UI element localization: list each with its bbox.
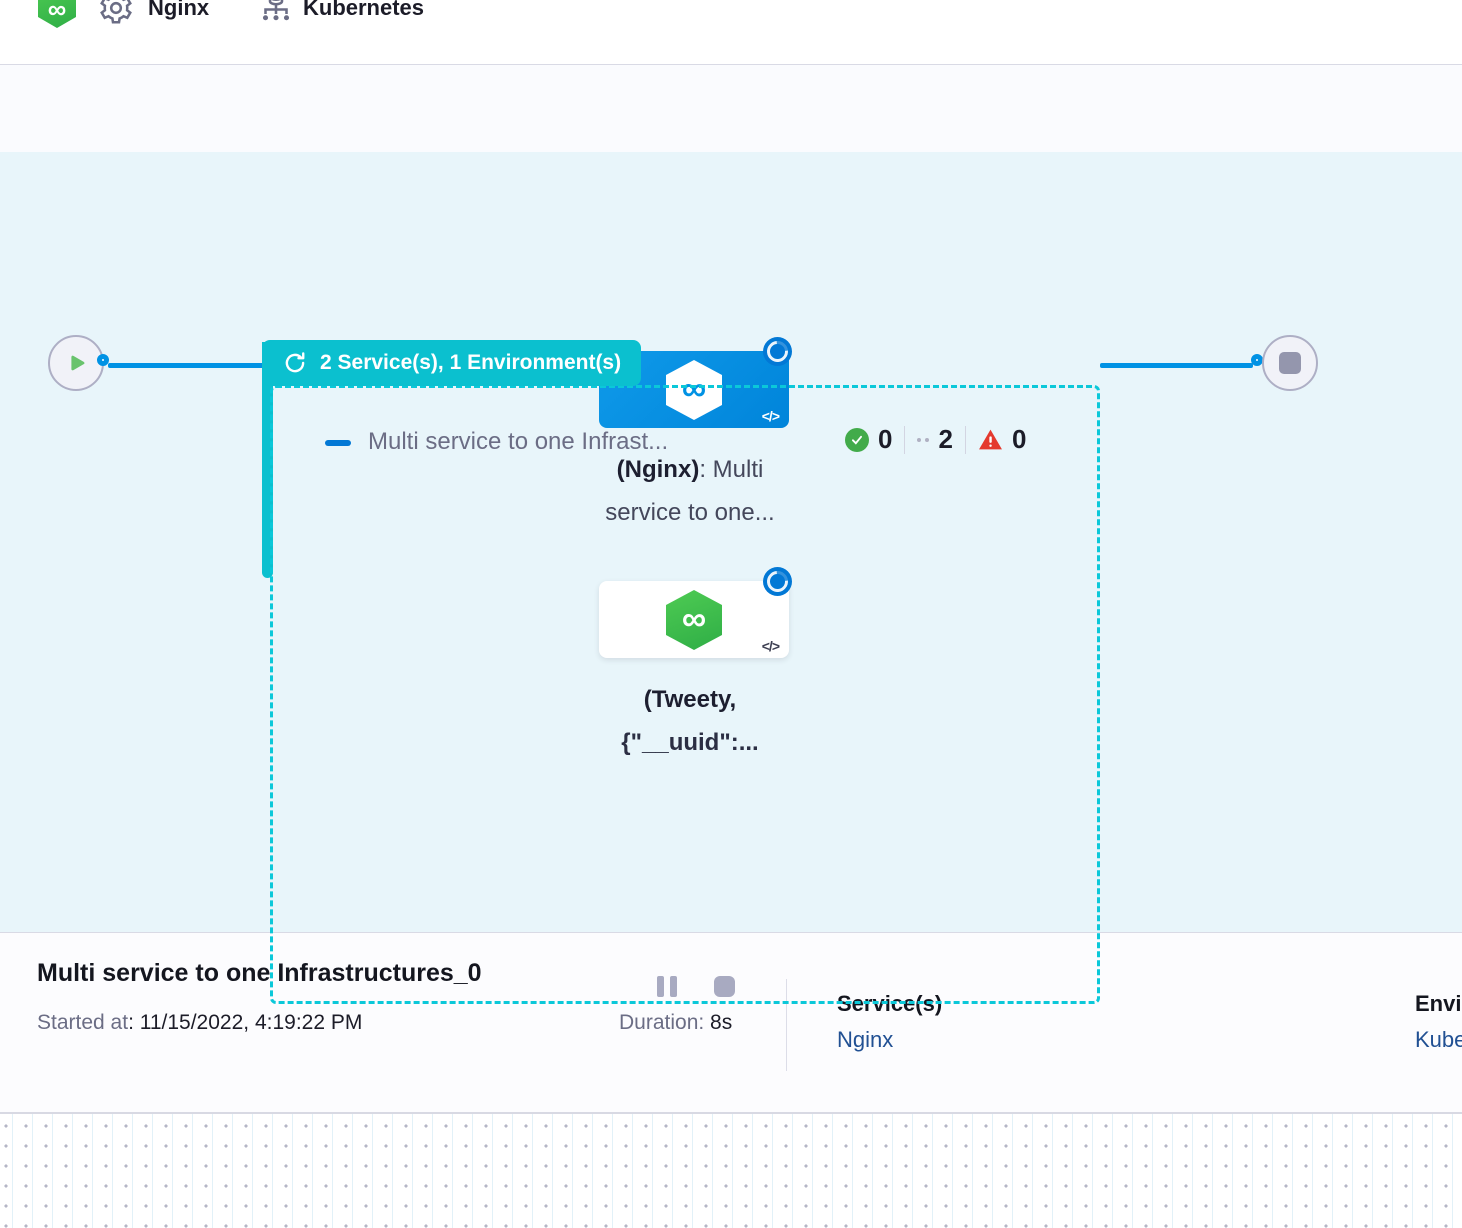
matrix-strip xyxy=(262,342,273,578)
duration-value: 8s xyxy=(704,1011,733,1034)
running-spinner-badge xyxy=(763,567,792,596)
footer-divider xyxy=(786,979,787,1071)
pause-button[interactable] xyxy=(657,976,677,997)
running-spinner-badge xyxy=(763,337,792,366)
step-node-nginx-label: (Nginx): Multi service to one... xyxy=(550,448,830,534)
label-service-name: (Tweety, xyxy=(643,686,737,713)
pipeline-canvas[interactable]: 2 Service(s), 1 Environment(s) Multi ser… xyxy=(0,152,1462,1004)
stage-step-counts: 0 2 0 xyxy=(845,424,1026,455)
running-dots-icon xyxy=(917,437,930,442)
pipeline-name[interactable]: Nginx xyxy=(148,0,210,20)
duration-label: Duration: xyxy=(619,1011,705,1034)
code-icon: </> xyxy=(761,408,780,424)
gear-icon xyxy=(100,0,132,24)
execution-footer: Multi service to one Infrastructures_0 S… xyxy=(0,932,1462,1112)
execution-title: Multi service to one Infrastructures_0 xyxy=(37,959,482,987)
tab-bar: Pipeline Inputs Policy Evaluations Secur… xyxy=(0,65,1462,217)
start-connector-dot[interactable] xyxy=(97,354,109,366)
label-line2: service to one... xyxy=(605,499,775,526)
failed-count: 0 xyxy=(1011,424,1027,454)
end-node[interactable] xyxy=(1262,335,1318,391)
play-icon xyxy=(71,355,85,371)
environments-label: Environment(s) xyxy=(1415,991,1462,1016)
started-label: Started at xyxy=(37,1011,129,1034)
collapse-stage-icon[interactable] xyxy=(325,440,351,446)
services-link[interactable]: Nginx xyxy=(837,1027,894,1052)
edge-stage-to-end xyxy=(1100,363,1253,368)
count-divider xyxy=(904,425,906,454)
environment-name[interactable]: Kubernetes xyxy=(303,0,425,20)
running-count: 2 xyxy=(938,424,953,454)
abort-button[interactable] xyxy=(714,976,735,997)
loop-icon xyxy=(285,352,305,373)
count-divider xyxy=(964,425,966,454)
cluster-icon xyxy=(262,0,290,21)
label-line2: {"__uuid":... xyxy=(621,729,759,756)
label-rest: : Multi xyxy=(699,456,764,483)
stage-badge-label: 2 Service(s), 1 Environment(s) xyxy=(320,351,622,374)
started-at: Started at: 11/15/2022, 4:19:22 PM xyxy=(37,1011,362,1035)
step-node-tweety[interactable]: ∞ </> xyxy=(599,581,789,658)
stop-icon xyxy=(1279,352,1301,374)
success-count: 0 xyxy=(878,424,893,454)
stage-matrix-badge[interactable]: 2 Service(s), 1 Environment(s) xyxy=(262,340,642,386)
started-value: : 11/15/2022, 4:19:22 PM xyxy=(128,1011,363,1034)
infinity-glyph: ∞ xyxy=(681,369,707,408)
start-node[interactable] xyxy=(48,335,104,391)
infinity-glyph: ∞ xyxy=(681,599,707,638)
stage-title[interactable]: Multi service to one Infrast... xyxy=(368,428,669,455)
label-service-name: (Nginx) xyxy=(616,456,700,483)
duration: Duration: 8s xyxy=(619,1011,732,1035)
log-canvas-grid[interactable] xyxy=(0,1112,1462,1228)
edge-start-to-stage xyxy=(108,363,270,368)
stage-group-box[interactable] xyxy=(270,385,1100,1004)
harness-logo-icon: ∞ xyxy=(38,0,76,28)
infinity-glyph: ∞ xyxy=(47,0,67,24)
top-bar: ∞ Nginx Kubernetes xyxy=(0,0,1462,65)
environments-link[interactable]: Kubernetes xyxy=(1415,1027,1462,1052)
end-connector-dot[interactable] xyxy=(1251,354,1263,366)
warning-triangle-icon xyxy=(978,429,1002,450)
success-check-icon xyxy=(845,427,869,452)
code-icon: </> xyxy=(761,638,780,654)
step-node-tweety-label: (Tweety, {"__uuid":... xyxy=(550,678,830,764)
